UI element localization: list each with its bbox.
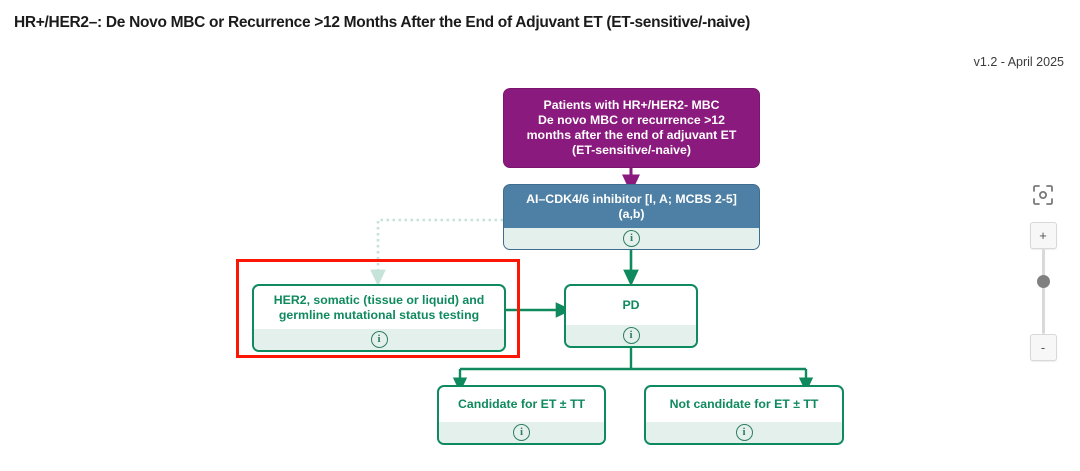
node-her2-testing-label: HER2, somatic (tissue or liquid) and ger…	[273, 292, 485, 322]
page-title: HR+/HER2–: De Novo MBC or Recurrence >12…	[14, 14, 750, 31]
zoom-in-button[interactable]: +	[1029, 222, 1057, 249]
zoom-out-button[interactable]: -	[1029, 334, 1057, 361]
info-circle-icon[interactable]: i	[622, 327, 640, 344]
node-not-candidate-label: Not candidate for ET ± TT	[669, 397, 819, 411]
node-treatment-label: AI–CDK4/6 inhibitor [I, A; MCBS 2-5] (a,…	[526, 191, 737, 221]
node-start[interactable]: Patients with HR+/HER2- MBC De novo MBC …	[503, 88, 760, 168]
node-not-candidate-info-bar[interactable]: i	[646, 422, 842, 443]
node-start-label: Patients with HR+/HER2- MBC De novo MBC …	[526, 98, 737, 157]
selection-highlight-box[interactable]	[236, 259, 520, 358]
info-circle-icon[interactable]: i	[513, 424, 530, 441]
info-circle-icon[interactable]: i	[735, 424, 753, 441]
node-pd-label: PD	[622, 298, 640, 312]
zoom-slider-handle[interactable]	[1036, 274, 1050, 288]
node-candidate-label: Candidate for ET ± TT	[458, 397, 585, 411]
info-circle-icon[interactable]: i	[370, 331, 388, 348]
node-her2-testing-info-bar[interactable]: i	[254, 329, 504, 350]
flowchart-canvas[interactable]: Patients with HR+/HER2- MBC De novo MBC …	[0, 72, 1000, 471]
node-candidate[interactable]: Candidate for ET ± TT i	[437, 385, 606, 445]
zoom-slider[interactable]	[1036, 249, 1050, 334]
node-treatment-info-bar[interactable]: i	[504, 228, 759, 249]
node-treatment[interactable]: AI–CDK4/6 inhibitor [I, A; MCBS 2-5] (a,…	[503, 184, 760, 250]
node-her2-testing[interactable]: HER2, somatic (tissue or liquid) and ger…	[252, 284, 506, 352]
zoom-controls[interactable]: + -	[1023, 182, 1063, 361]
info-circle-icon[interactable]: i	[623, 230, 640, 247]
version-label: v1.2 - April 2025	[973, 55, 1064, 69]
focus-frame-icon[interactable]	[1030, 182, 1056, 208]
node-pd-info-bar[interactable]: i	[566, 325, 696, 346]
node-candidate-info-bar[interactable]: i	[439, 422, 604, 443]
node-not-candidate[interactable]: Not candidate for ET ± TT i	[644, 385, 844, 445]
node-pd[interactable]: PD i	[564, 284, 698, 348]
